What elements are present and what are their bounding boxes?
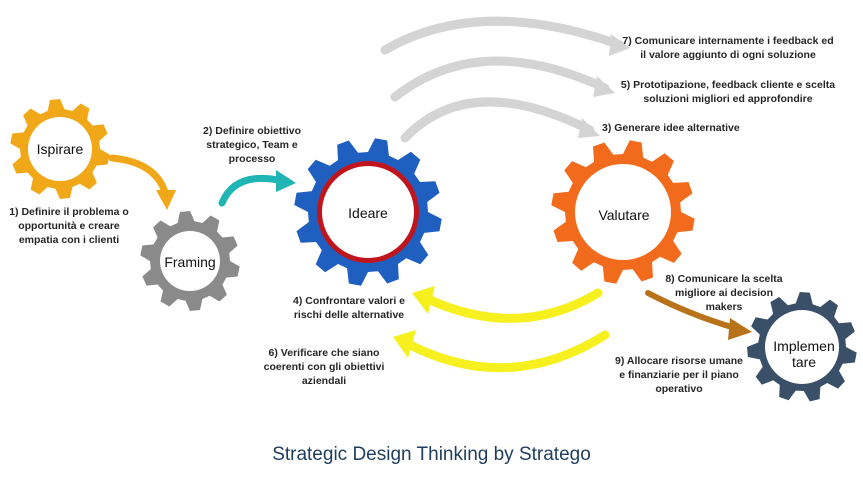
step-4-line1: 4) Confrontare valori e bbox=[292, 295, 406, 307]
arrowhead-ideare bbox=[276, 170, 296, 192]
arrow-ispirare-to-framing bbox=[108, 154, 169, 196]
arrowhead-step3 bbox=[578, 118, 600, 138]
step-2-line2: strategico, Team e bbox=[206, 139, 298, 151]
step-1-label: 1) Definire il problema o opportunità e … bbox=[4, 205, 134, 247]
step-6-line2: coerenti con gli obiettivi bbox=[263, 361, 385, 373]
arrow-valutare-to-implementare bbox=[645, 290, 738, 331]
gear-implementare bbox=[747, 292, 857, 402]
arrowhead-step7 bbox=[609, 34, 630, 56]
step-9-label: 9) Allocare risorse umane e finanziarie … bbox=[610, 354, 748, 396]
step-4-line2: rischi delle alternative bbox=[293, 309, 405, 321]
arrowhead-step5 bbox=[593, 76, 615, 97]
gear-framing-hub bbox=[160, 231, 220, 291]
step-8-line1: 8) Comunicare la scelta bbox=[665, 273, 783, 285]
step-1-line3: empatia con i clienti bbox=[18, 234, 120, 246]
arrowhead-step6 bbox=[393, 330, 416, 358]
gear-label-implementare: Implemen tare bbox=[764, 338, 844, 370]
step-8-line2: migliore ai decision bbox=[674, 287, 774, 299]
gear-label-ispirare: Ispirare bbox=[36, 141, 84, 157]
step-1-line1: 1) Definire il problema o bbox=[9, 206, 129, 218]
arrowhead-framing bbox=[156, 190, 176, 210]
arrowhead-implementare bbox=[728, 318, 752, 340]
gear-ispirare-hub bbox=[28, 117, 92, 181]
gear-label-implementare-line2: tare bbox=[791, 354, 817, 370]
step-7-line2: il valore aggiunto di ogni soluzione bbox=[640, 49, 816, 61]
step-7-label: 7) Comunicare internamente i feedback ed… bbox=[612, 34, 844, 62]
gear-ideare-hub bbox=[322, 166, 414, 258]
arrowhead-step4 bbox=[412, 286, 435, 314]
gear-ideare bbox=[294, 138, 442, 286]
arrow-valutare-to-step4 bbox=[425, 288, 603, 323]
arrow-ideare-to-step3 bbox=[400, 97, 595, 143]
arrow-ideare-to-step5 bbox=[390, 56, 610, 102]
step-4-label: 4) Confrontare valori e rischi delle alt… bbox=[286, 294, 412, 322]
step-8-label: 8) Comunicare la scelta migliore ai deci… bbox=[660, 272, 788, 314]
arrow-framing-to-ideare bbox=[218, 174, 282, 207]
step-9-line2: e finanziarie per il piano bbox=[619, 369, 739, 381]
step-2-line1: 2) Definire obiettivo bbox=[202, 125, 301, 137]
gear-implementare-hub bbox=[765, 310, 839, 384]
step-2-label: 2) Definire obiettivo strategico, Team e… bbox=[192, 124, 312, 166]
step-8-line3: makers bbox=[705, 301, 743, 313]
step-3-label: 3) Generare idee alternative bbox=[602, 121, 740, 135]
arrow-ideare-to-step7 bbox=[380, 16, 625, 55]
step-5-line1: 5) Prototipazione, feedback cliente e sc… bbox=[620, 79, 836, 91]
step-9-line3: operativo bbox=[655, 383, 703, 395]
gear-label-valutare: Valutare bbox=[598, 207, 650, 223]
gear-valutare-hub bbox=[575, 164, 671, 260]
step-5-line2: soluzioni migliori ed approfondire bbox=[643, 93, 813, 105]
gear-framing bbox=[140, 211, 240, 311]
step-5-label: 5) Prototipazione, feedback cliente e sc… bbox=[612, 78, 844, 106]
step-3-line1: 3) Generare idee alternative bbox=[602, 122, 740, 134]
gear-label-implementare-line1: Implemen bbox=[773, 338, 835, 354]
step-2-line3: processo bbox=[228, 153, 276, 165]
gear-label-framing: Framing bbox=[164, 254, 216, 270]
diagram-caption: Strategic Design Thinking by Stratego bbox=[272, 444, 591, 465]
gear-valutare bbox=[551, 140, 695, 284]
step-7-line1: 7) Comunicare internamente i feedback ed bbox=[622, 35, 834, 47]
step-6-line3: aziendali bbox=[301, 375, 347, 387]
step-6-line1: 6) Verificare che siano bbox=[268, 347, 380, 359]
step-1-line2: opportunità e creare bbox=[18, 220, 120, 232]
gear-ispirare bbox=[10, 99, 110, 199]
step-9-line1: 9) Allocare risorse umane bbox=[615, 355, 743, 367]
step-6-label: 6) Verificare che siano coerenti con gli… bbox=[256, 346, 392, 388]
arrow-valutare-to-step6 bbox=[405, 330, 610, 373]
gear-label-ideare: Ideare bbox=[348, 205, 388, 221]
